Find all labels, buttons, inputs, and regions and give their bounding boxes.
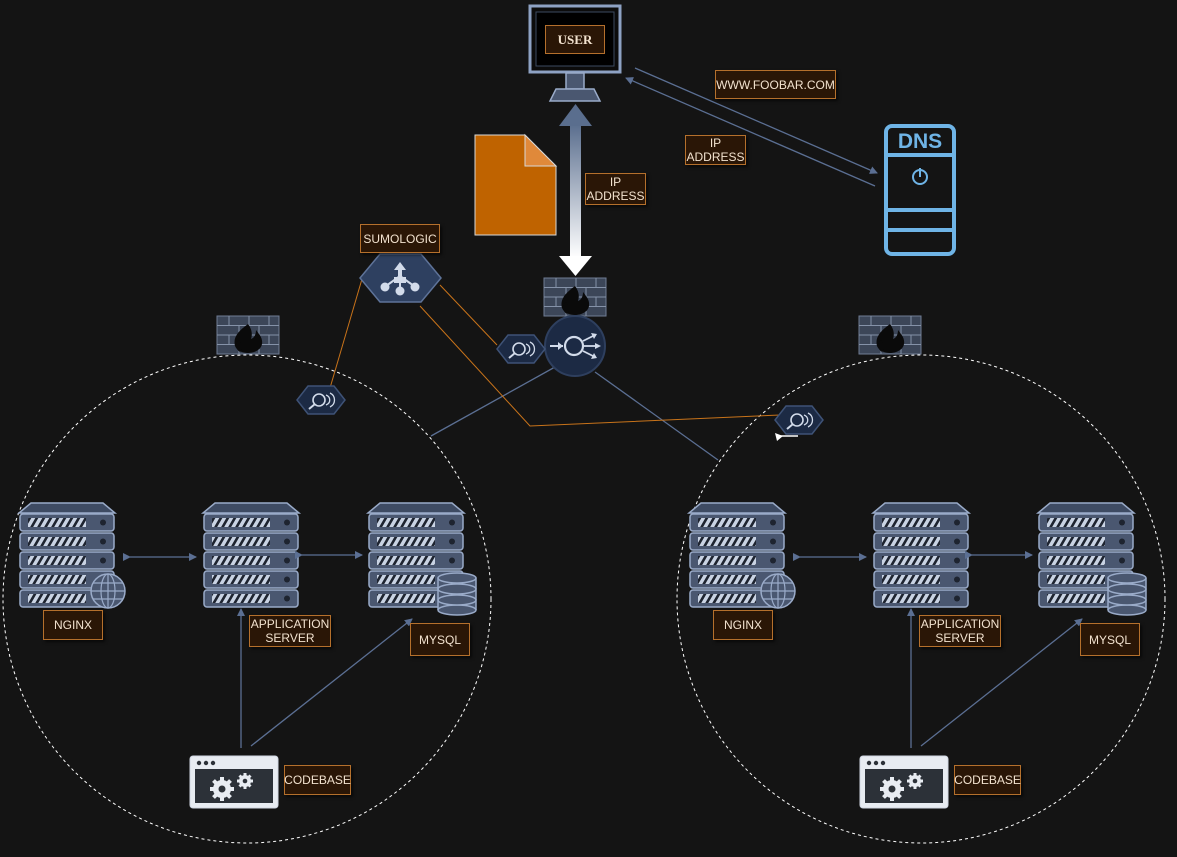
lb-to-left-cluster-connector[interactable]	[430, 366, 556, 437]
user-label: USER	[545, 25, 605, 54]
nginx-label: NGINX	[713, 610, 773, 640]
server-icon	[202, 502, 300, 608]
code-to-mysql-connector[interactable]	[920, 618, 1083, 747]
user-ip-address-label: IP ADDRESS	[585, 173, 646, 205]
dns-server-icon	[884, 124, 956, 256]
monitoring-agent-icon	[296, 385, 346, 415]
monitor-link-center[interactable]	[439, 284, 498, 346]
dns-response-connector[interactable]	[625, 77, 876, 187]
codebase-label: CODEBASE	[284, 765, 351, 795]
domain-label: WWW.FOOBAR.COM	[715, 70, 836, 99]
dns-ip-address-label: IP ADDRESS	[685, 135, 746, 165]
codebase-window-icon	[858, 754, 950, 810]
firewall-icon	[216, 315, 280, 355]
firewall-icon	[858, 315, 922, 355]
document-icon	[474, 134, 557, 236]
mysql-label: MYSQL	[410, 623, 470, 656]
nginx-label: NGINX	[43, 610, 103, 640]
monitoring-agent-icon	[774, 405, 824, 435]
mysql-label: MYSQL	[1080, 623, 1140, 656]
cluster-boundary-right	[676, 354, 1166, 844]
application-server-label: APPLICATION SERVER	[919, 615, 1001, 647]
codebase-label: CODEBASE	[954, 765, 1021, 795]
cluster-boundary-left	[2, 354, 492, 844]
monitoring-agent-icon	[496, 334, 546, 364]
sumologic-label: SUMOLOGIC	[360, 224, 440, 253]
code-to-mysql-connector[interactable]	[250, 618, 413, 747]
monitor-link-right[interactable]	[419, 305, 781, 427]
lb-to-right-cluster-connector[interactable]	[594, 371, 719, 461]
firewall-icon	[543, 277, 607, 317]
dns-text: DNS	[897, 129, 943, 153]
load-balancer-icon[interactable]	[544, 315, 606, 377]
dns-request-connector[interactable]	[634, 67, 878, 174]
sumologic-hub-icon	[359, 253, 442, 303]
monitor-link-left[interactable]	[329, 278, 363, 389]
server-icon	[872, 502, 970, 608]
user-loadbalancer-arrow[interactable]	[559, 104, 592, 276]
application-server-label: APPLICATION SERVER	[249, 615, 331, 647]
codebase-window-icon	[188, 754, 280, 810]
